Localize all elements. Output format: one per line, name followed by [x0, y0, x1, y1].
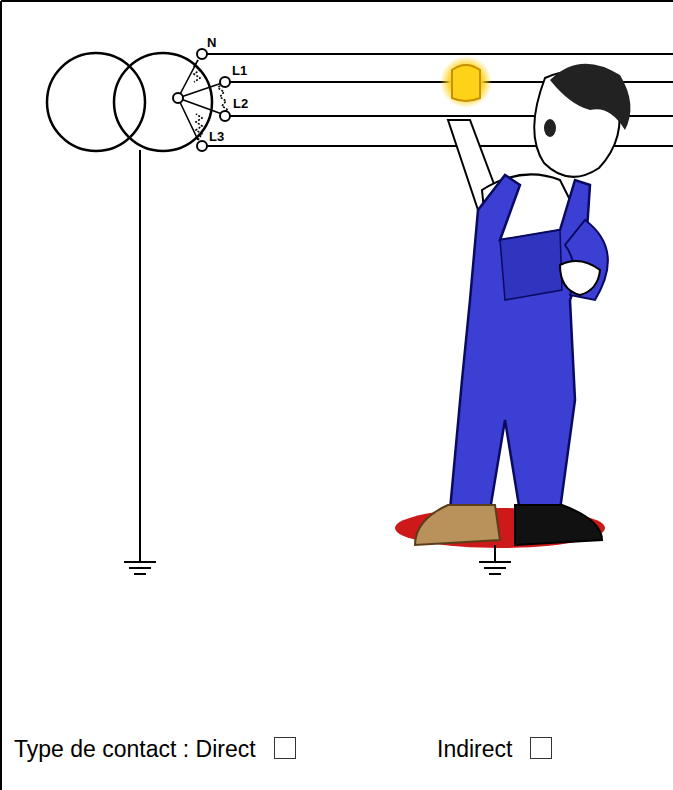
ground-symbol	[479, 545, 511, 574]
ground-symbol	[124, 150, 156, 574]
checkbox	[274, 737, 296, 759]
terminal-label: N	[207, 36, 216, 50]
frame-line	[1, 0, 673, 2]
star-winding	[178, 60, 228, 140]
terminal-label: L3	[209, 130, 224, 144]
terminal-label: L2	[233, 97, 248, 111]
frame-line	[0, 1, 2, 790]
terminal	[173, 49, 230, 151]
question-text: Type de contact : Direct	[14, 736, 256, 762]
terminal-label: L1	[232, 64, 247, 78]
person-figure	[395, 56, 630, 548]
checkbox	[530, 737, 552, 759]
question-text: Indirect	[437, 736, 512, 762]
